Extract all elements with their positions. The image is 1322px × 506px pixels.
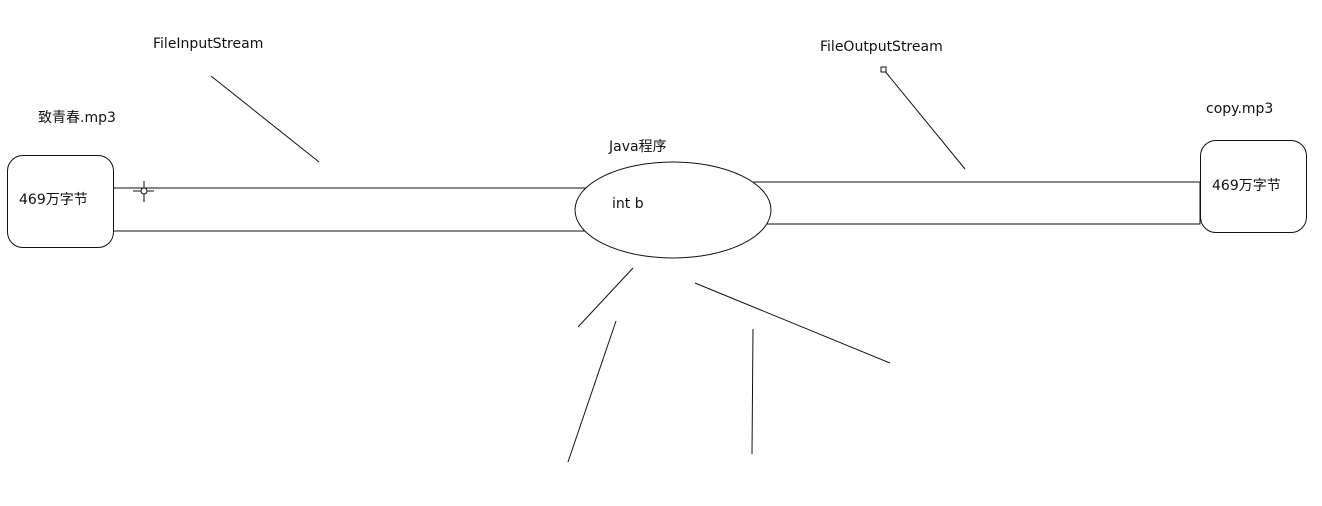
output-stream-pointer-line bbox=[883, 69, 966, 170]
java-program-ellipse bbox=[574, 161, 772, 259]
crosshair-cursor-icon bbox=[133, 181, 154, 202]
java-program-label: Java程序 bbox=[609, 139, 667, 155]
output-stream-pipe bbox=[753, 181, 1201, 225]
ray-line bbox=[694, 282, 891, 364]
ray-line bbox=[751, 328, 754, 455]
ray-line bbox=[567, 320, 617, 463]
input-stream-pointer-line bbox=[210, 75, 320, 163]
target-filename-label: copy.mp3 bbox=[1206, 101, 1274, 117]
target-size-label: 469万字节 bbox=[1212, 178, 1281, 194]
source-size-label: 469万字节 bbox=[19, 192, 88, 208]
input-stream-pipe bbox=[111, 187, 586, 232]
source-filename-label: 致青春.mp3 bbox=[38, 110, 116, 126]
output-stream-label: FileOutputStream bbox=[820, 39, 943, 55]
target-file-box: 469万字节 bbox=[1200, 140, 1307, 233]
source-file-box: 469万字节 bbox=[7, 155, 114, 248]
variable-label: int b bbox=[612, 196, 644, 212]
ray-line bbox=[577, 267, 634, 328]
pointer-handle bbox=[880, 66, 887, 73]
input-stream-label: FileInputStream bbox=[153, 36, 264, 52]
